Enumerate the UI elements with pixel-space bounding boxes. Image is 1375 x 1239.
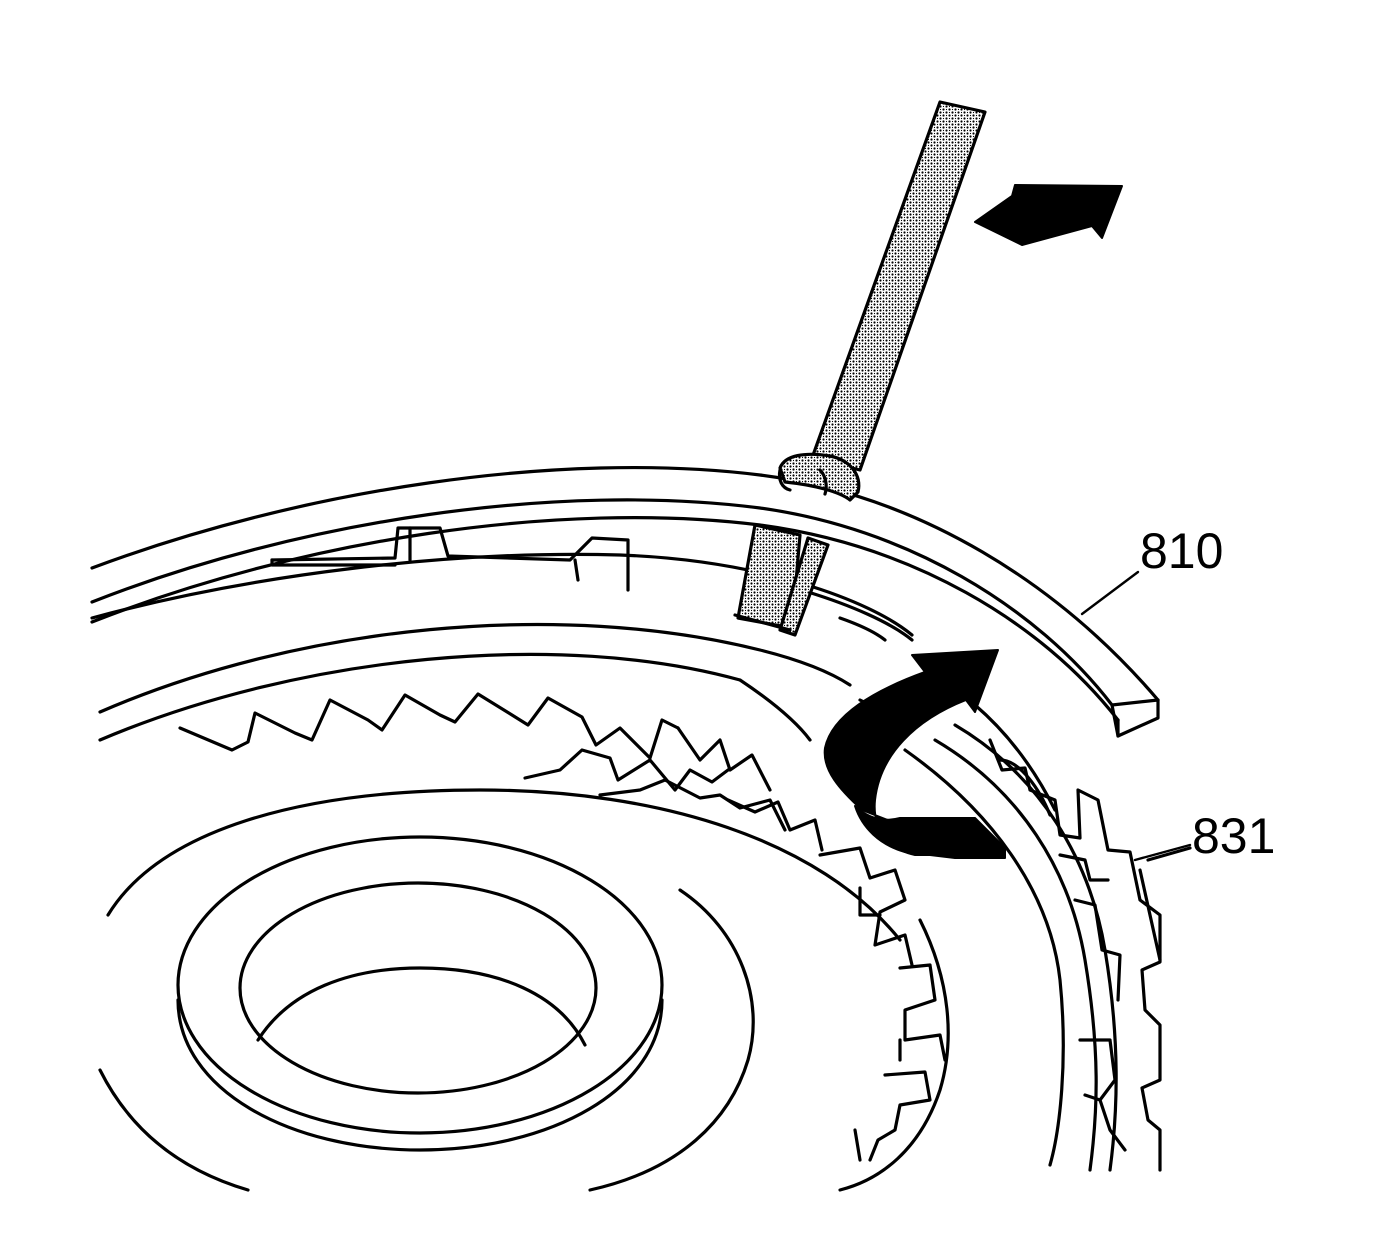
rotation-arrow — [823, 649, 1006, 859]
leader-lines — [1080, 570, 1192, 862]
callout-810: 810 — [1140, 523, 1223, 579]
snap-ring-810 — [90, 466, 1160, 738]
screwdriver-tool — [733, 100, 987, 637]
ring-gear-831 — [903, 723, 1192, 1172]
pull-direction-arrow — [974, 184, 1123, 246]
hub-assembly — [98, 788, 950, 1192]
callout-831: 831 — [1192, 808, 1275, 864]
spline-teeth — [178, 692, 947, 1162]
leader-831 — [1133, 843, 1192, 862]
drum-groove — [90, 526, 914, 642]
leader-810 — [1080, 570, 1140, 616]
